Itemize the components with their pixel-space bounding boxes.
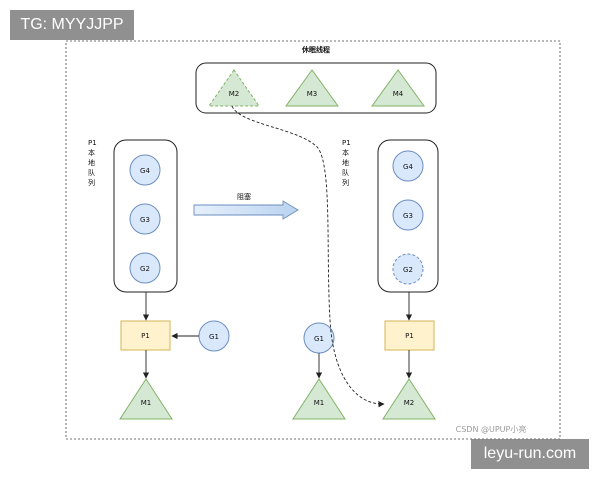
left-queue-label: P1 本 地 队 列 <box>88 139 99 187</box>
right-queue-label-line: 列 <box>342 178 349 187</box>
left-queue-label-line: 本 <box>88 148 95 157</box>
sleep-thread-m2: M2 <box>208 69 260 107</box>
left-queue-label-line: 列 <box>88 178 95 187</box>
left-queue-g2-label: G2 <box>140 265 150 273</box>
left-queue-g4-label: G4 <box>140 167 150 175</box>
right-queue-label-line: 本 <box>342 148 349 157</box>
right-queue-label-line: P1 <box>342 139 351 147</box>
left-machine-label: M1 <box>141 399 152 407</box>
wakeup-dashed-arrow <box>231 105 385 408</box>
right-machine-label: M2 <box>404 399 415 407</box>
left-queue-g4: G4 <box>129 154 161 186</box>
left-processor-label: P1 <box>141 332 150 340</box>
right-queue-label: P1 本 地 队 列 <box>342 139 353 187</box>
middle-machine-m1: M1 <box>292 378 346 420</box>
watermark-bottom-right: leyu-run.com <box>471 439 589 469</box>
sleep-group-title: 休眠线程 <box>301 45 330 54</box>
incoming-goroutine-label: G1 <box>209 333 219 341</box>
right-queue-g4: G4 <box>392 150 424 182</box>
watermark-top-left: TG: MYYJJPP <box>10 10 134 40</box>
left-queue-g3: G3 <box>129 203 161 235</box>
left-processor-p1: P1 <box>120 320 171 351</box>
right-queue-g2-label: G2 <box>403 266 413 274</box>
right-machine-m2: M2 <box>382 378 436 420</box>
sleep-thread-m3: M3 <box>285 69 339 107</box>
left-queue-label-line: 队 <box>88 168 95 177</box>
outer-dashed-frame <box>65 40 561 440</box>
right-processor-p1: P1 <box>384 320 435 351</box>
left-queue-label-line: 地 <box>88 158 95 167</box>
middle-goroutine-label: G1 <box>314 335 324 343</box>
left-machine-m1: M1 <box>119 378 173 420</box>
left-queue-label-line: P1 <box>88 139 97 147</box>
sleep-thread-m3-label: M3 <box>307 90 318 98</box>
left-queue-g3-label: G3 <box>140 216 150 224</box>
right-queue-g4-label: G4 <box>403 163 413 171</box>
middle-machine-label: M1 <box>314 399 325 407</box>
sleep-thread-m2-label: M2 <box>229 90 240 98</box>
left-queue-g2: G2 <box>129 252 161 284</box>
block-arrow <box>193 200 299 220</box>
sleep-thread-m4: M4 <box>371 69 425 107</box>
middle-goroutine-g1: G1 <box>303 322 335 354</box>
sleep-thread-m4-label: M4 <box>393 90 404 98</box>
right-processor-label: P1 <box>405 332 414 340</box>
right-queue-g2: G2 <box>392 253 424 285</box>
right-queue-g3: G3 <box>392 199 424 231</box>
block-arrow-label: 阻塞 <box>237 192 251 201</box>
right-queue-label-line: 队 <box>342 168 349 177</box>
csdn-watermark: CSDN @UPUP小亮 <box>456 424 527 434</box>
right-queue-g3-label: G3 <box>403 212 413 220</box>
incoming-goroutine-g1: G1 <box>198 320 230 352</box>
right-queue-label-line: 地 <box>342 158 349 167</box>
